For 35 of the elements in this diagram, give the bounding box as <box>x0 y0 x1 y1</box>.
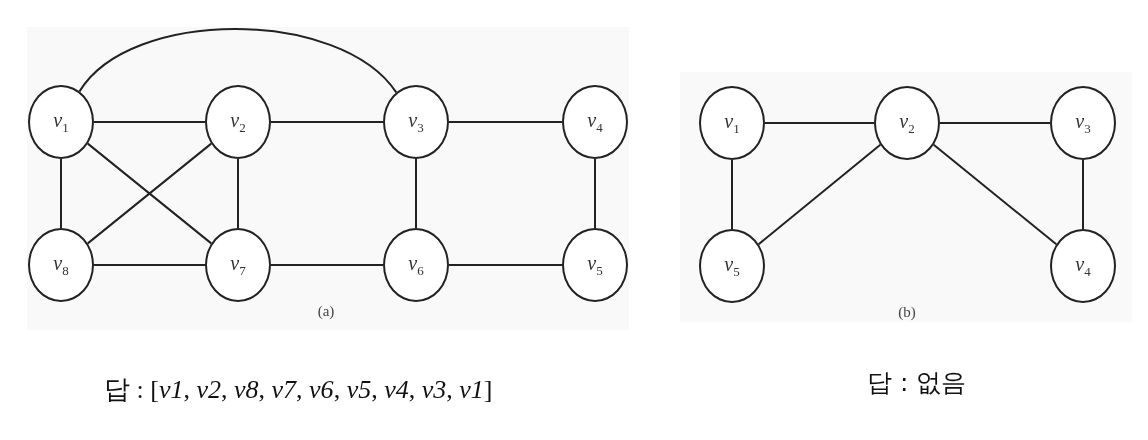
vertex-label: v$_{1}$ <box>724 111 740 135</box>
vertex-label: v$_{8}$ <box>53 253 69 277</box>
edge-line <box>415 158 417 229</box>
edge-line <box>1082 159 1084 230</box>
edge-line <box>448 264 563 266</box>
answer-text: 답 : 없음 <box>867 369 967 397</box>
vertex-label: v$_{2}$ <box>230 110 246 134</box>
edge-line <box>448 121 563 123</box>
vertex-label: v$_{5}$ <box>724 254 740 278</box>
vertex-label: v$_{2}$ <box>899 111 915 135</box>
figure-caption: (a) <box>317 302 335 320</box>
vertex-label: v$_{7}$ <box>230 253 246 277</box>
edge-line <box>270 264 384 266</box>
edge-line <box>757 143 882 246</box>
figure-caption: (b) <box>898 303 916 321</box>
edge-line <box>594 158 596 229</box>
edge-line <box>93 121 206 123</box>
edge-line <box>270 121 384 123</box>
edge-line <box>93 264 206 266</box>
edge-line <box>237 158 239 229</box>
vertex-label: v$_{3}$ <box>408 110 424 134</box>
vertex-label: v$_{3}$ <box>1075 111 1091 135</box>
vertex-label: v$_{6}$ <box>408 253 424 277</box>
answer-text: 답 : [v1, v2, v8, v7, v6, v5, v4, v3, v1] <box>104 375 493 405</box>
edge-line <box>60 158 62 229</box>
crossing-edges <box>86 142 213 245</box>
vertex-label: v$_{4}$ <box>587 110 603 134</box>
edge-line <box>731 159 733 230</box>
edge-line <box>939 122 1051 124</box>
vertex-label: v$_{5}$ <box>587 253 603 277</box>
curved-edge <box>78 27 398 94</box>
vertex-label: v$_{4}$ <box>1075 254 1091 278</box>
edge-line <box>932 143 1058 246</box>
edge-line <box>764 122 875 124</box>
vertex-label: v$_{1}$ <box>53 110 69 134</box>
